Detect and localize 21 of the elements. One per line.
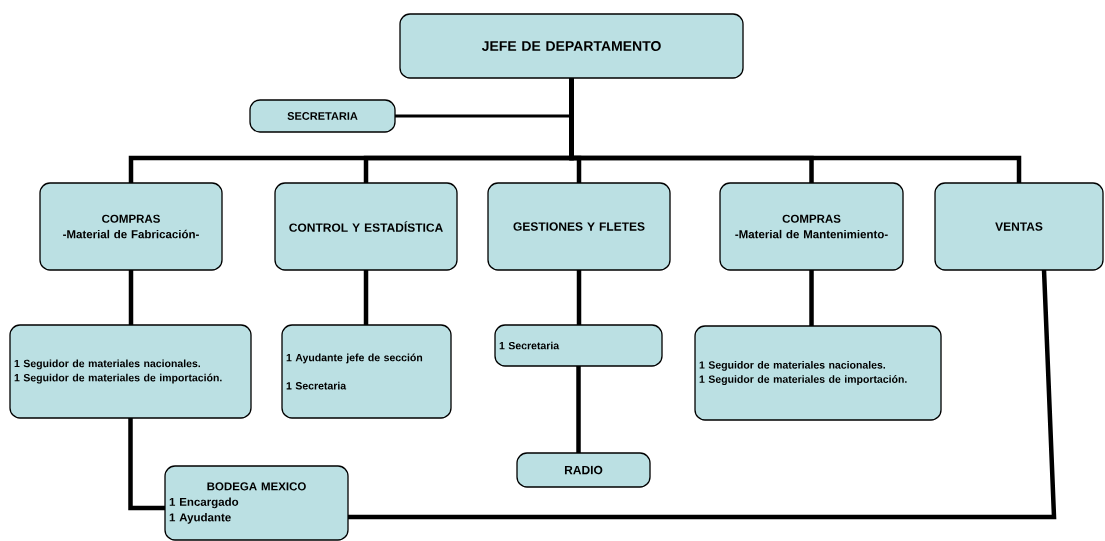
org-box: GESTIONES Y FLETES: [487, 182, 671, 271]
connector-line: [576, 366, 581, 453]
connector-line: [363, 270, 369, 325]
org-box: RADIO: [516, 452, 651, 488]
org-box: BODEGA MEXICO 1 Encargado 1 Ayudante: [164, 465, 349, 541]
connector-line: [348, 269, 1057, 520]
connector-line: [576, 270, 582, 325]
org-box: JEFE DE DEPARTAMENTO: [399, 13, 744, 79]
org-box: 1 Secretaria: [494, 324, 663, 367]
connector-line: [128, 270, 134, 325]
org-box: CONTROL Y ESTADÍSTICA: [274, 182, 458, 271]
connector-line: [128, 418, 165, 511]
org-box: COMPRAS -Material de Fabricación-: [39, 182, 223, 271]
org-box: 1 Ayudante jefe de sección 1 Secretaria: [281, 324, 452, 419]
org-box: 1 Seguidor de materiales nacionales. 1 Seguidor de materiales de importación.: [694, 325, 942, 421]
connector-line: [809, 270, 814, 326]
connector-line: [569, 78, 1022, 183]
org-box: SECRETARIA: [249, 99, 396, 133]
org-box: VENTAS: [934, 182, 1104, 271]
org-box: COMPRAS -Material de Mantenimiento-: [719, 182, 904, 271]
org-box: 1 Seguidor de materiales nacionales. 1 Seguidor de materiales de importación.: [9, 324, 252, 419]
